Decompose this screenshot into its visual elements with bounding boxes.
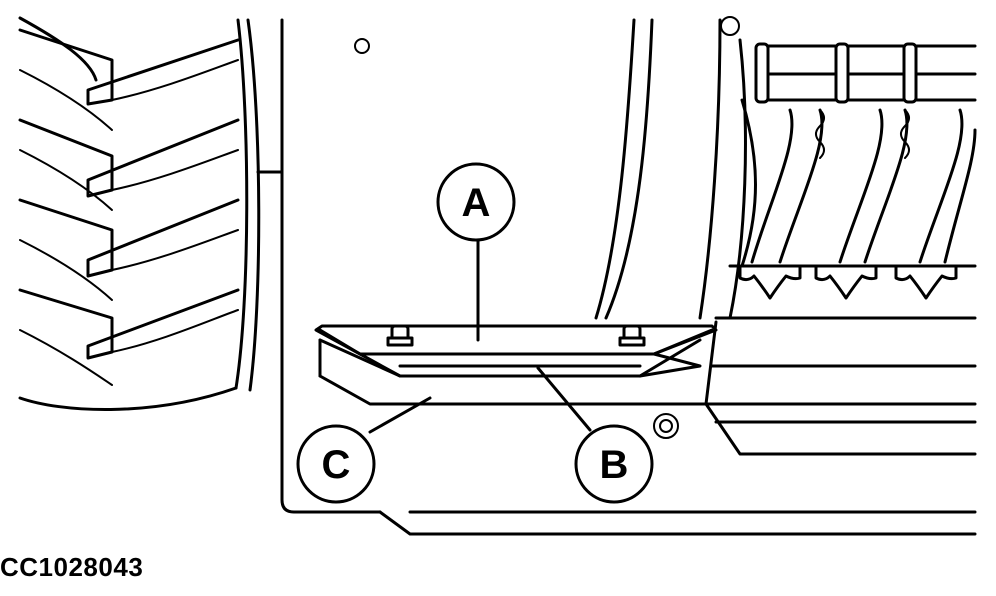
knife-sections <box>738 264 958 300</box>
feeder-housing <box>704 42 977 456</box>
callout-c-label: C <box>322 443 351 487</box>
callout-c: C <box>296 424 376 504</box>
callout-a: A <box>436 162 516 242</box>
callout-b: B <box>574 424 654 504</box>
callout-b-label: B <box>600 443 629 487</box>
leader-line-b <box>536 366 592 432</box>
fender <box>594 18 747 320</box>
leader-line-c <box>368 396 432 434</box>
callout-a-label: A <box>462 181 491 225</box>
bolt-right <box>618 324 646 347</box>
part-a-shield <box>314 324 718 356</box>
part-c-lower-channel <box>318 338 708 406</box>
side-panel <box>256 16 977 536</box>
tread-lugs <box>18 28 240 386</box>
auger-flighting <box>750 108 977 264</box>
bolt-left <box>386 324 414 347</box>
hex-bolt-head <box>653 413 679 439</box>
figure-id: CC1028043 <box>0 552 144 582</box>
tire <box>18 16 261 412</box>
part-b-strip <box>318 338 702 378</box>
